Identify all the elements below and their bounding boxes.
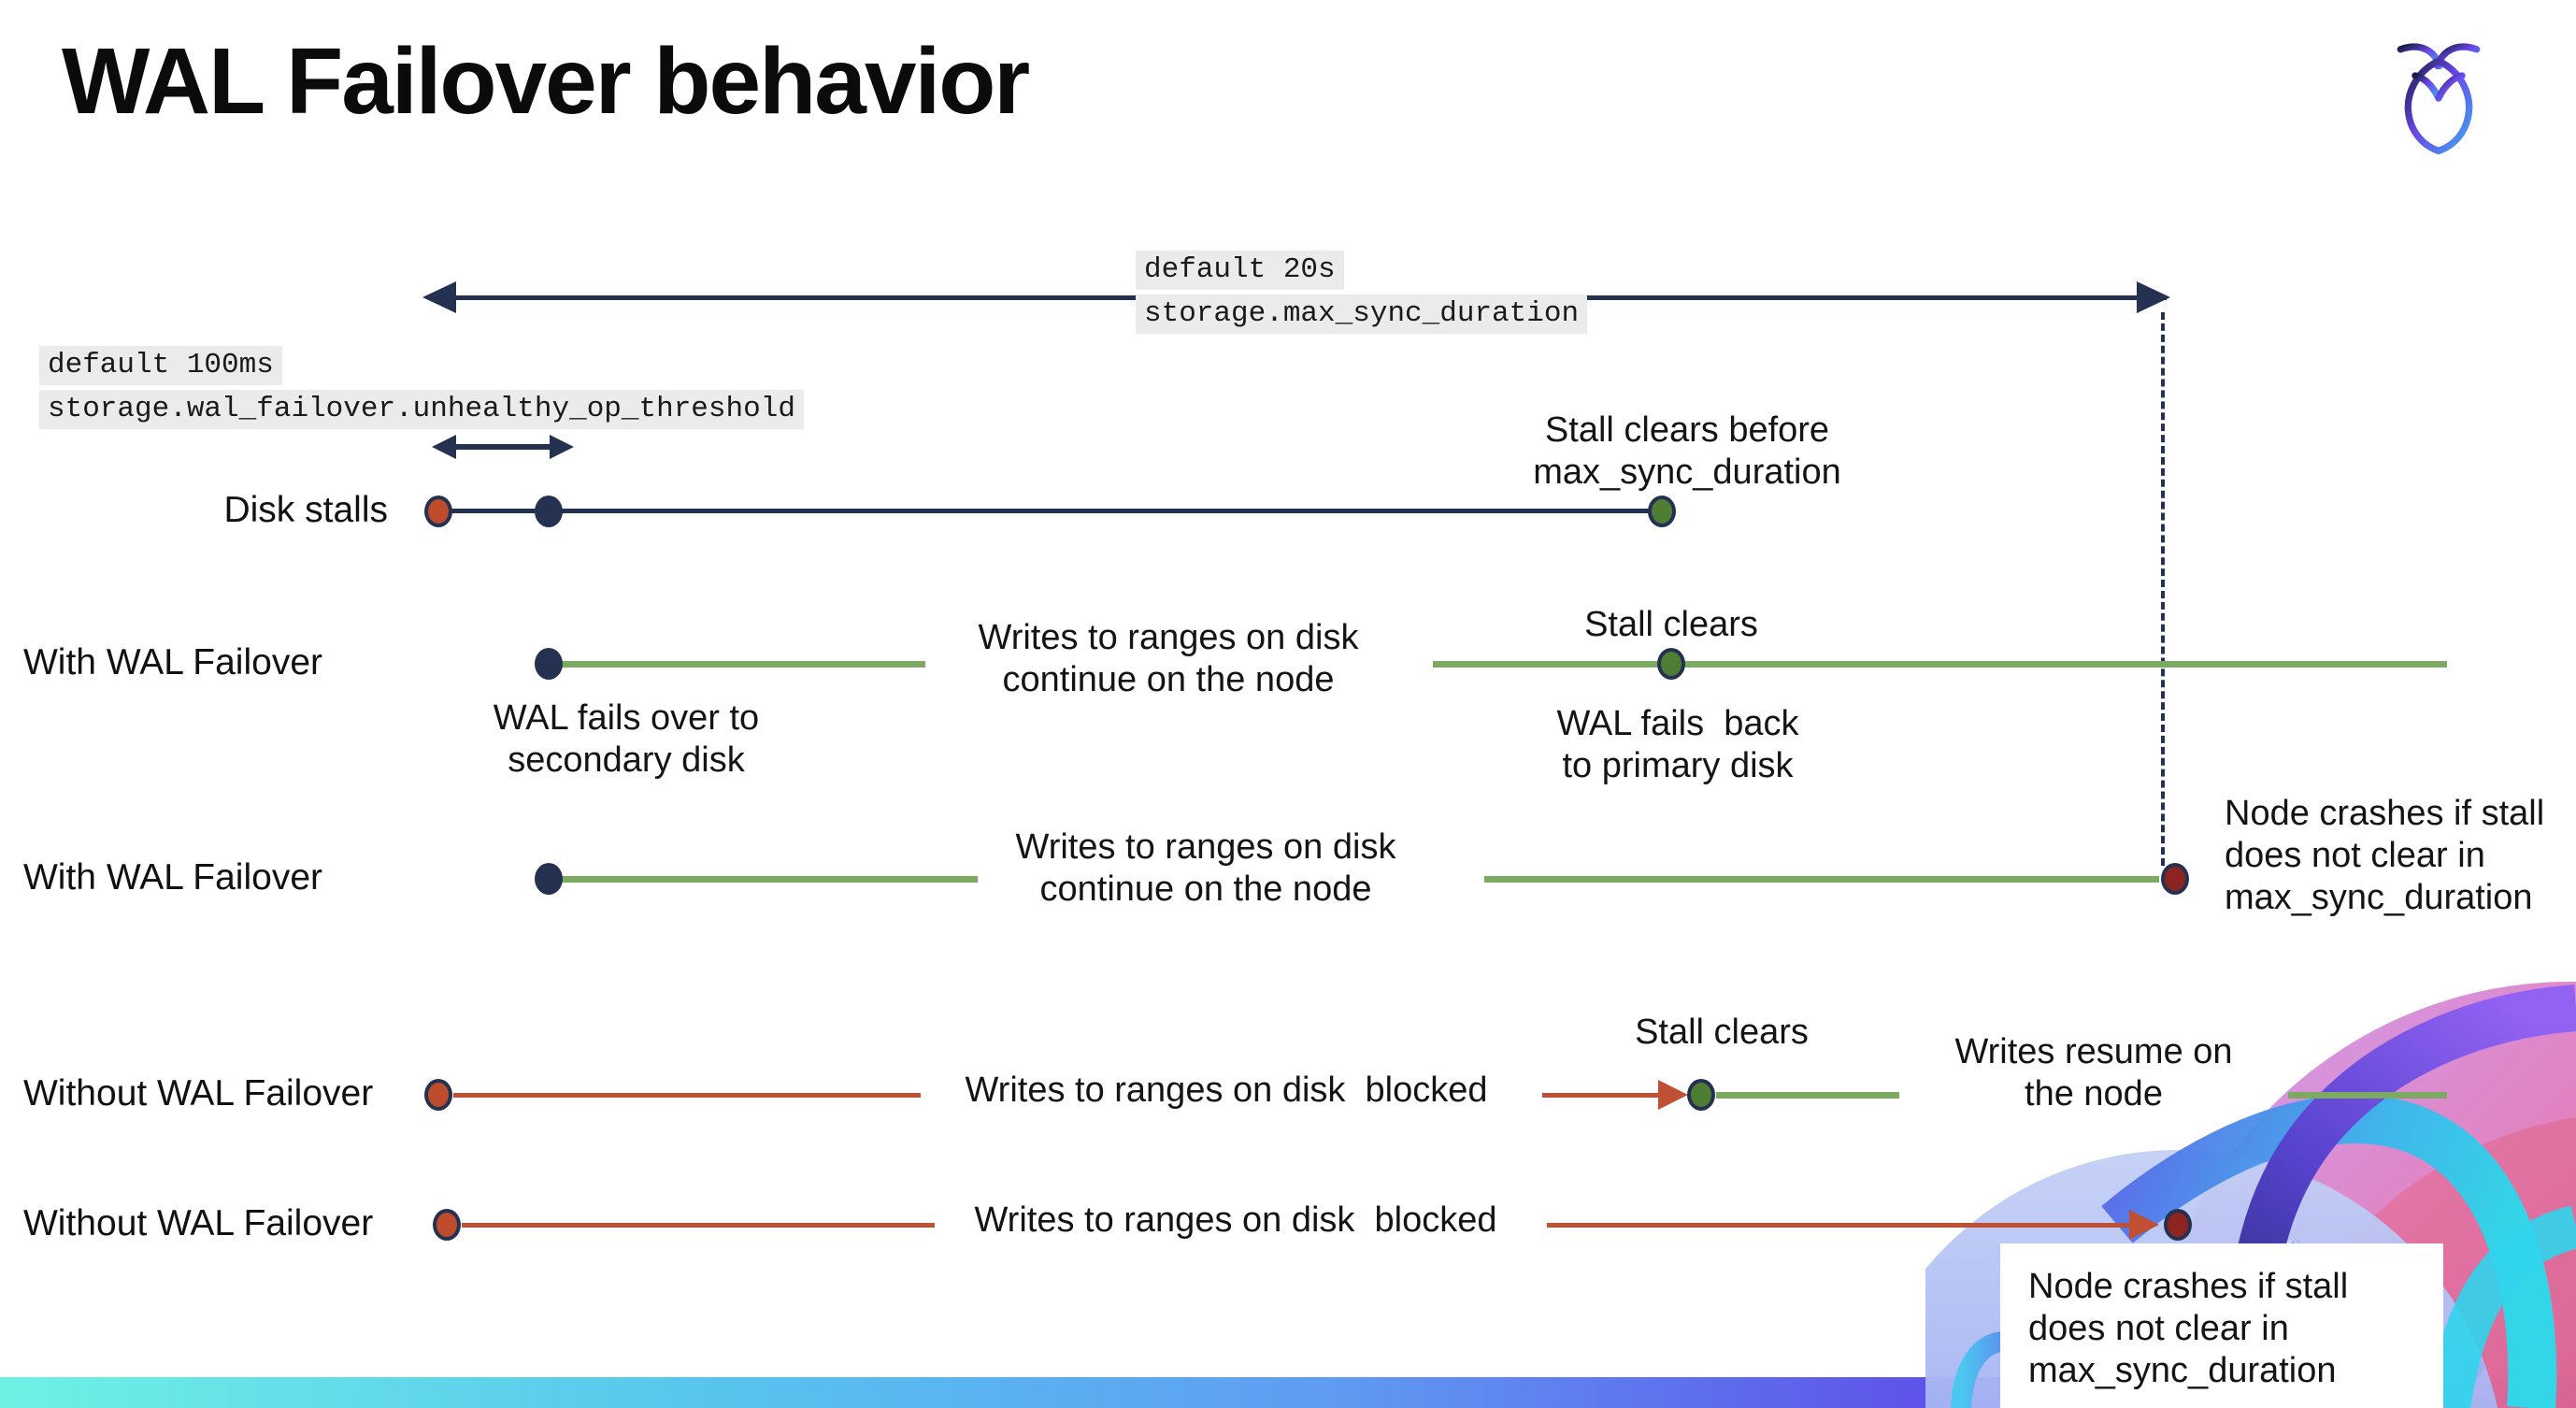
writes-resume-line-1 bbox=[1716, 1092, 1899, 1099]
writes-resume-line-1b bbox=[2288, 1092, 2447, 1099]
disk-stall-dot-3 bbox=[433, 1209, 461, 1241]
writes-continue-line-1 bbox=[549, 661, 925, 668]
max-sync-setting-name: storage.max_sync_duration bbox=[1136, 295, 1588, 334]
disk-stall-dot-2 bbox=[424, 1079, 452, 1111]
writes-blocked-note-2: Writes to ranges on disk blocked bbox=[974, 1200, 1497, 1240]
stall-clears-note-1: Stall clears bbox=[1584, 605, 1758, 644]
node-crash-note-1: Node crashes if stall does not clear in … bbox=[2225, 794, 2545, 917]
threshold-arrowhead-right-icon bbox=[550, 435, 574, 459]
stall-clear-dot-2 bbox=[1657, 648, 1685, 680]
writes-continue-line-2 bbox=[549, 876, 978, 883]
row-label-disk-stalls: Disk stalls bbox=[223, 490, 388, 530]
failover-trigger-dot-1 bbox=[535, 648, 563, 680]
arrowhead-left-icon bbox=[422, 281, 456, 313]
threshold-setting-name: storage.wal_failover.unhealthy_op_thresh… bbox=[39, 390, 804, 429]
cockroachdb-logo-icon bbox=[2397, 43, 2481, 155]
blocked-arrowhead-icon-2 bbox=[2129, 1210, 2159, 1240]
failover-trigger-dot-2 bbox=[535, 863, 563, 895]
writes-continue-line-1b bbox=[1433, 661, 2447, 668]
node-crash-dot-1 bbox=[2161, 863, 2189, 895]
blocked-arrowhead-icon-1 bbox=[1658, 1080, 1688, 1110]
max-sync-duration-label: default 20s storage.max_sync_duration bbox=[1136, 251, 1588, 334]
writes-blocked-note-1: Writes to ranges on disk blocked bbox=[965, 1070, 1488, 1110]
row-label-without-wal-failover-2: Without WAL Failover bbox=[23, 1203, 374, 1243]
writes-blocked-arrow-line-1 bbox=[1542, 1093, 1658, 1098]
node-crash-callout-box: Node crashes if stall does not clear in … bbox=[2000, 1243, 2443, 1408]
stall-clear-dot bbox=[1648, 496, 1676, 527]
page-title: WAL Failover behavior bbox=[62, 29, 1030, 134]
threshold-arrowhead-left-icon bbox=[432, 435, 456, 459]
wal-fails-over-note: WAL fails over to secondary disk bbox=[493, 698, 760, 780]
writes-resume-note: Writes resume on the node bbox=[1954, 1032, 2233, 1113]
arrowhead-right-icon bbox=[2137, 281, 2170, 313]
node-crash-note-2: Node crashes if stall does not clear in … bbox=[2028, 1267, 2349, 1390]
threshold-arrow-line bbox=[452, 444, 555, 450]
row-label-with-wal-failover-2: With WAL Failover bbox=[23, 857, 322, 898]
writes-continue-note-2: Writes to ranges on disk continue on the… bbox=[1015, 827, 1396, 909]
node-crash-dot-2 bbox=[2164, 1209, 2192, 1241]
disk-stall-timeline-line bbox=[438, 509, 1662, 513]
row-label-with-wal-failover-1: With WAL Failover bbox=[23, 642, 322, 682]
max-sync-deadline-dashed-line bbox=[2161, 312, 2165, 866]
disk-stall-start-dot bbox=[424, 496, 452, 527]
stall-clears-note-2: Stall clears bbox=[1635, 1013, 1809, 1052]
writes-continue-note-1: Writes to ranges on disk continue on the… bbox=[978, 618, 1359, 699]
unhealthy-op-threshold-label: default 100ms storage.wal_failover.unhea… bbox=[39, 346, 804, 429]
row-label-without-wal-failover-1: Without WAL Failover bbox=[23, 1073, 374, 1113]
writes-continue-line-2b bbox=[1484, 876, 2159, 883]
writes-blocked-line-2 bbox=[462, 1223, 935, 1228]
max-sync-default-value: default 20s bbox=[1136, 251, 1344, 290]
stall-clears-before-note: Stall clears before max_sync_duration bbox=[1533, 410, 1841, 492]
threshold-default-value: default 100ms bbox=[39, 346, 282, 385]
writes-blocked-arrow-line-2 bbox=[1547, 1223, 2129, 1228]
wal-fails-back-note: WAL fails back to primary disk bbox=[1556, 704, 1799, 785]
stall-clear-dot-3 bbox=[1687, 1079, 1715, 1111]
failover-threshold-dot bbox=[535, 496, 563, 527]
writes-blocked-line-1 bbox=[453, 1093, 921, 1098]
